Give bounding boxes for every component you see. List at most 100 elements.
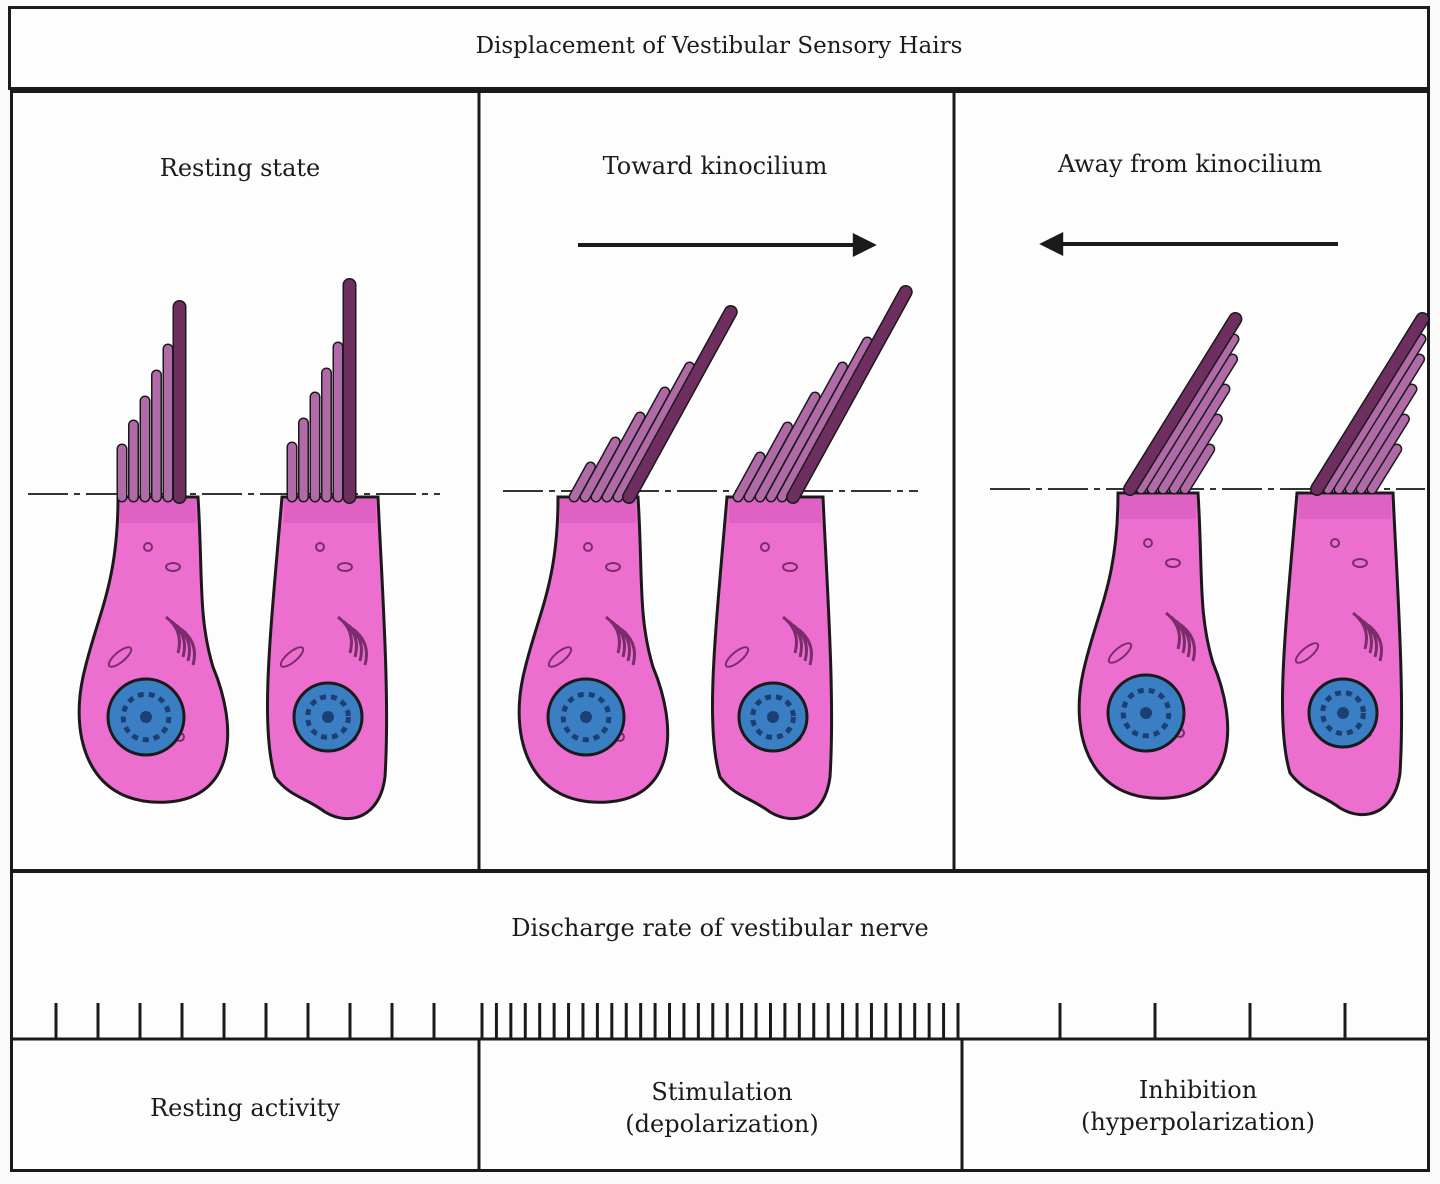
golgi-membrane bbox=[165, 615, 181, 654]
mitochondrion bbox=[547, 646, 573, 668]
discharge-frame bbox=[10, 870, 1430, 1172]
stereocilium bbox=[614, 363, 694, 501]
golgi-membrane bbox=[337, 615, 353, 654]
stereocilium bbox=[1137, 335, 1238, 493]
hair-bundle-resting bbox=[116, 300, 187, 504]
mitochondrion bbox=[1107, 642, 1133, 664]
kinocilium bbox=[1311, 313, 1428, 495]
stereocilium bbox=[570, 463, 595, 501]
golgi-membrane bbox=[610, 619, 626, 658]
vesicle bbox=[605, 562, 621, 572]
state-label-resting: Resting activity bbox=[150, 1094, 340, 1122]
golgi-membrane bbox=[342, 619, 358, 658]
golgi-membrane bbox=[792, 623, 808, 662]
cuticular-plate bbox=[284, 499, 376, 523]
state-label-stimulation: Stimulation bbox=[651, 1078, 793, 1106]
stereocilium bbox=[1357, 415, 1409, 493]
stereocilium bbox=[1148, 355, 1237, 493]
hair-cell bbox=[1077, 491, 1230, 800]
nucleolus bbox=[1140, 707, 1152, 719]
cuticular-plate bbox=[1120, 495, 1196, 519]
stereocilium bbox=[581, 438, 620, 501]
hair-bundle-deflected-away bbox=[1310, 312, 1430, 496]
nucleolus bbox=[767, 711, 779, 723]
golgi-membrane bbox=[620, 627, 636, 666]
stereocilium bbox=[756, 393, 819, 501]
golgi-membrane bbox=[1175, 619, 1191, 658]
golgi-membrane bbox=[1180, 623, 1196, 662]
hair-cell bbox=[710, 495, 834, 821]
golgi-membrane bbox=[175, 623, 191, 662]
golgi-membrane bbox=[180, 627, 196, 666]
mitochondrion bbox=[1294, 642, 1320, 664]
state-sublabel-stimulation: (depolarization) bbox=[625, 1110, 819, 1138]
hair-bundle-resting bbox=[286, 278, 357, 504]
hair-cell bbox=[77, 495, 230, 804]
stereocilium bbox=[1159, 385, 1229, 493]
vesicle bbox=[1143, 538, 1153, 548]
stereocilium bbox=[1324, 335, 1425, 493]
vesicle bbox=[337, 562, 353, 572]
chromatin bbox=[560, 691, 612, 743]
cuticular-plate bbox=[729, 499, 821, 523]
vesicle bbox=[1165, 558, 1181, 568]
chromatin bbox=[305, 694, 351, 740]
hair-bundle-deflected-away bbox=[1123, 312, 1243, 496]
vesicle bbox=[583, 542, 593, 552]
stereocilium bbox=[1346, 385, 1416, 493]
hair-bundle-deflected-toward bbox=[568, 305, 738, 504]
golgi-membrane bbox=[787, 619, 803, 658]
nucleolus bbox=[1337, 707, 1349, 719]
cuticular-plate bbox=[120, 499, 196, 523]
hair-cell-body bbox=[517, 495, 670, 804]
panel-label-away: Away from kinocilium bbox=[1057, 150, 1323, 178]
stereocilium bbox=[1170, 415, 1222, 493]
stereocilium bbox=[767, 363, 847, 501]
stereocilium bbox=[734, 453, 764, 501]
golgi-membrane bbox=[1362, 619, 1378, 658]
state-sublabel-inhibition: (hyperpolarization) bbox=[1081, 1108, 1315, 1136]
golgi-membrane bbox=[797, 627, 813, 666]
vesicle bbox=[315, 542, 325, 552]
state-label-inhibition: Inhibition bbox=[1138, 1076, 1258, 1104]
golgi-membrane bbox=[782, 615, 798, 654]
golgi-membrane bbox=[170, 619, 186, 658]
golgi-membrane bbox=[605, 615, 621, 654]
title-frame bbox=[8, 6, 1430, 90]
hair-bundle-deflected-toward bbox=[732, 285, 913, 504]
golgi-membrane bbox=[1367, 623, 1383, 662]
kinocilium bbox=[623, 306, 737, 503]
mitochondrion bbox=[724, 646, 750, 668]
vesicle bbox=[1330, 538, 1340, 548]
vesicle bbox=[143, 542, 153, 552]
hair-cell bbox=[517, 495, 670, 804]
vesicle bbox=[1352, 558, 1368, 568]
hair-cell bbox=[265, 495, 389, 821]
discharge-title: Discharge rate of vestibular nerve bbox=[511, 914, 929, 942]
cuticular-plate bbox=[560, 499, 636, 523]
chromatin bbox=[120, 691, 172, 743]
golgi-membrane bbox=[1170, 615, 1186, 654]
stereocilium bbox=[745, 423, 792, 501]
golgi-membrane bbox=[1357, 615, 1373, 654]
vesicle bbox=[165, 562, 181, 572]
cuticular-plate bbox=[1299, 495, 1391, 519]
stereocilium bbox=[778, 338, 872, 501]
kinocilium bbox=[787, 286, 912, 503]
mitochondrion bbox=[279, 646, 305, 668]
stereocilium bbox=[1368, 445, 1401, 493]
chromatin bbox=[1120, 687, 1172, 739]
vesicle bbox=[782, 562, 798, 572]
kinocilium bbox=[1124, 313, 1241, 495]
nucleolus bbox=[140, 711, 152, 723]
golgi-membrane bbox=[1165, 611, 1181, 650]
golgi-membrane bbox=[1352, 611, 1368, 650]
mitochondrion bbox=[107, 646, 133, 668]
chromatin bbox=[1320, 690, 1366, 736]
stereocilium bbox=[592, 413, 644, 501]
panel-label-toward: Toward kinocilium bbox=[602, 152, 828, 180]
stereocilium bbox=[1335, 355, 1424, 493]
hair-cell-body bbox=[1077, 491, 1230, 800]
